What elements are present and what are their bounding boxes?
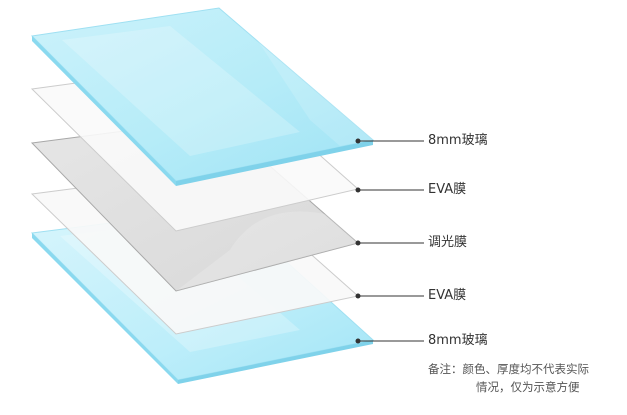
glass-top-edge xyxy=(32,36,176,186)
dimming-film-sheen xyxy=(176,211,358,291)
note-line-2: 情况，仅为示意方便 xyxy=(476,380,580,394)
glass-top-highlight xyxy=(62,26,300,156)
label-layer-5: 8mm玻璃 xyxy=(428,333,488,348)
label-layer-1: 8mm玻璃 xyxy=(428,133,488,148)
note-line-1: 备注：颜色、厚度均不代表实际 xyxy=(428,362,589,376)
layer-glass-top xyxy=(30,7,375,186)
glass-top-edge-front xyxy=(176,140,373,186)
glass-bottom-edge xyxy=(32,233,178,384)
leader-dot-1 xyxy=(355,138,361,144)
leader-dot-2 xyxy=(355,187,361,193)
glass-top-reflection xyxy=(252,28,373,146)
leader-dot-4 xyxy=(355,293,361,299)
leader-dot-5 xyxy=(355,338,361,344)
leader-lines xyxy=(355,138,424,344)
label-layer-2: EVA膜 xyxy=(428,182,467,197)
glass-bottom-edge-front xyxy=(178,340,373,384)
label-layer-3: 调光膜 xyxy=(428,235,468,250)
leader-dot-3 xyxy=(355,240,361,246)
label-layer-4: EVA膜 xyxy=(428,288,467,303)
